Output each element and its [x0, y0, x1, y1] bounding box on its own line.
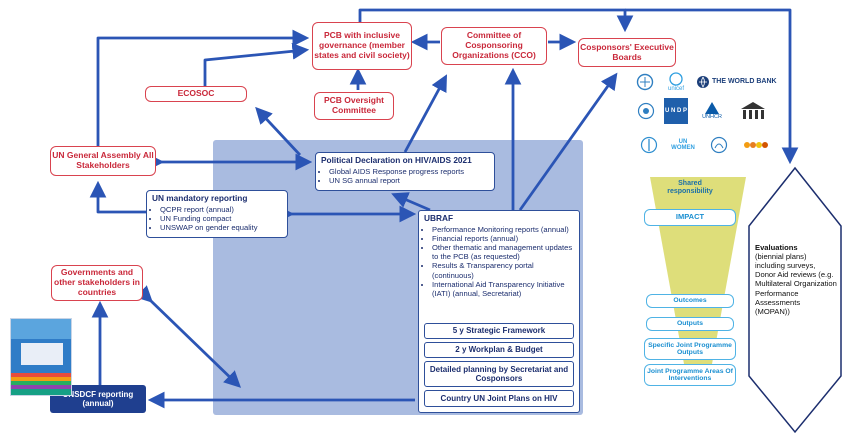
unhcr-logo: UNHCR — [698, 98, 726, 124]
who-logo — [634, 132, 664, 158]
governments-box: Governments and other stakeholders in co… — [51, 265, 143, 301]
ubraf-item: Results & Transparency portal (continuou… — [432, 261, 574, 279]
unicef-label: unicef — [667, 85, 684, 92]
wfp-logo — [704, 132, 734, 158]
arrow-gov-panel — [135, 285, 242, 388]
arrow-pcb-top — [358, 8, 634, 33]
impact-pill: IMPACT — [644, 209, 736, 226]
cosponsor-logos: unicef THE WORLD BANK U N D P UNHCR UN W… — [632, 68, 780, 164]
ubraf-item: Performance Monitoring reports (annual) — [432, 225, 574, 234]
unesco-logo — [736, 98, 770, 124]
political-declaration-item: Global AIDS Response progress reports — [329, 167, 489, 176]
unaids-logo — [634, 72, 656, 92]
political-declaration-title: Political Declaration on HIV/AIDS 2021 — [321, 155, 472, 165]
evaluations-title: Evaluations — [755, 243, 798, 252]
pcb-box: PCB with inclusive governance (member st… — [312, 22, 412, 70]
unfpa-logo — [740, 134, 772, 156]
arrow-poldec-cco — [403, 74, 447, 153]
report-cover-image — [10, 318, 72, 396]
ubraf-item: Other thematic and management updates to… — [432, 243, 574, 261]
evaluations-text-block: Evaluations (biennial plans) including s… — [755, 243, 837, 316]
world-bank-logo: THE WORLD BANK — [696, 74, 778, 90]
arrow-to-evaluations — [625, 8, 799, 165]
unga-box: UN General Assembly All Stakeholders — [50, 146, 156, 176]
evaluations-hexagon — [748, 166, 842, 434]
cco-box: Committee of Cosponsoring Organizations … — [441, 27, 547, 65]
outcomes-pill: Outcomes — [646, 294, 734, 308]
un-mandatory-reporting-box: UN mandatory reporting QCPR report (annu… — [146, 190, 288, 238]
arrow-loop-to-pcb — [96, 29, 310, 148]
arrow-ecosoc-pcb — [203, 42, 310, 90]
joint-outputs-pill: Specific Joint Programme Outputs — [644, 338, 736, 360]
step-workplan-budget: 2 y Workplan & Budget — [424, 342, 574, 358]
un-mandatory-item: UN Funding compact — [160, 214, 282, 223]
outputs-pill: Outputs — [646, 317, 734, 331]
joint-areas-pill: Joint Programme Areas Of Interventions — [644, 364, 736, 386]
ubraf-item: International Aid Transparency Initiativ… — [432, 280, 574, 298]
undp-logo: U N D P — [664, 98, 688, 124]
ecosoc-box: ECOSOC — [145, 86, 247, 102]
un-mandatory-item: UNSWAP on gender equality — [160, 223, 282, 232]
results-funnel — [650, 177, 746, 375]
un-women-logo: UN WOMEN — [671, 138, 695, 151]
ilo-logo — [634, 100, 658, 122]
step-country-plans: Country UN Joint Plans on HIV — [424, 390, 574, 407]
political-declaration-box: Political Declaration on HIV/AIDS 2021 G… — [315, 152, 495, 191]
evaluations-description: (biennial plans) including surveys, Dono… — [755, 252, 837, 316]
ubraf-box: UBRAF Performance Monitoring reports (an… — [420, 212, 578, 320]
arrow-poldec-ecosoc — [255, 106, 302, 156]
arrow-ubraf-exec — [518, 72, 618, 211]
exec-boards-box: Cosponsors' Executive Boards — [578, 38, 676, 67]
unicef-logo: unicef — [662, 70, 690, 94]
step-strategic-framework: 5 y Strategic Framework — [424, 323, 574, 339]
arrow-mandatory-unga — [89, 180, 148, 214]
step-detailed-planning: Detailed planning by Secretariat and Cos… — [424, 361, 574, 387]
unhcr-label: UNHCR — [702, 114, 722, 121]
un-mandatory-item: QCPR report (annual) — [160, 205, 282, 214]
ubraf-title: UBRAF — [424, 213, 454, 223]
pcb-oversight-box: PCB Oversight Committee — [314, 92, 394, 120]
un-mandatory-title: UN mandatory reporting — [152, 193, 248, 203]
arrow-ubraf-poldec — [391, 192, 431, 212]
political-declaration-item: UN SG annual report — [329, 176, 489, 185]
world-bank-label: THE WORLD BANK — [712, 78, 777, 86]
shared-responsibility-label: Shared responsibility — [667, 180, 713, 195]
ubraf-item: Financial reports (annual) — [432, 234, 574, 243]
